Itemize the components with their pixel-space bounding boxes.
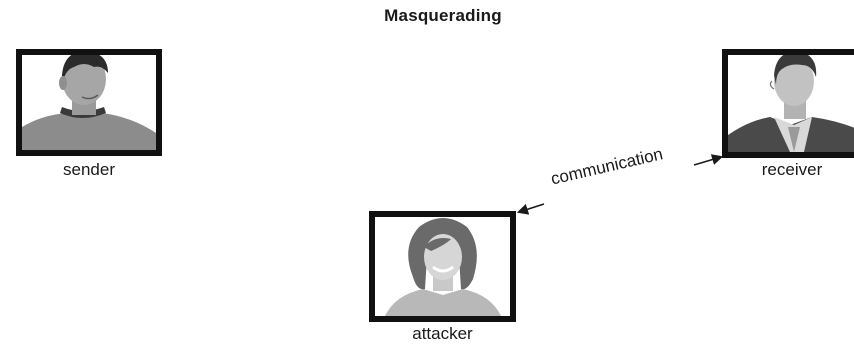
- receiver-portrait: [728, 55, 854, 152]
- receiver-label: receiver: [761, 160, 823, 179]
- receiver-portrait-frame: [722, 49, 854, 158]
- attacker-portrait: [375, 217, 510, 316]
- communication-arrow-right-segment: [693, 154, 724, 166]
- sender-portrait: [22, 55, 156, 150]
- sender-portrait-frame: [16, 49, 162, 156]
- attacker-label: attacker: [412, 324, 473, 343]
- diagram-title: Masquerading: [384, 6, 502, 25]
- attacker-portrait-frame: [369, 211, 516, 322]
- sender-label: sender: [63, 160, 115, 179]
- communication-arrow-left-segment: [516, 203, 545, 215]
